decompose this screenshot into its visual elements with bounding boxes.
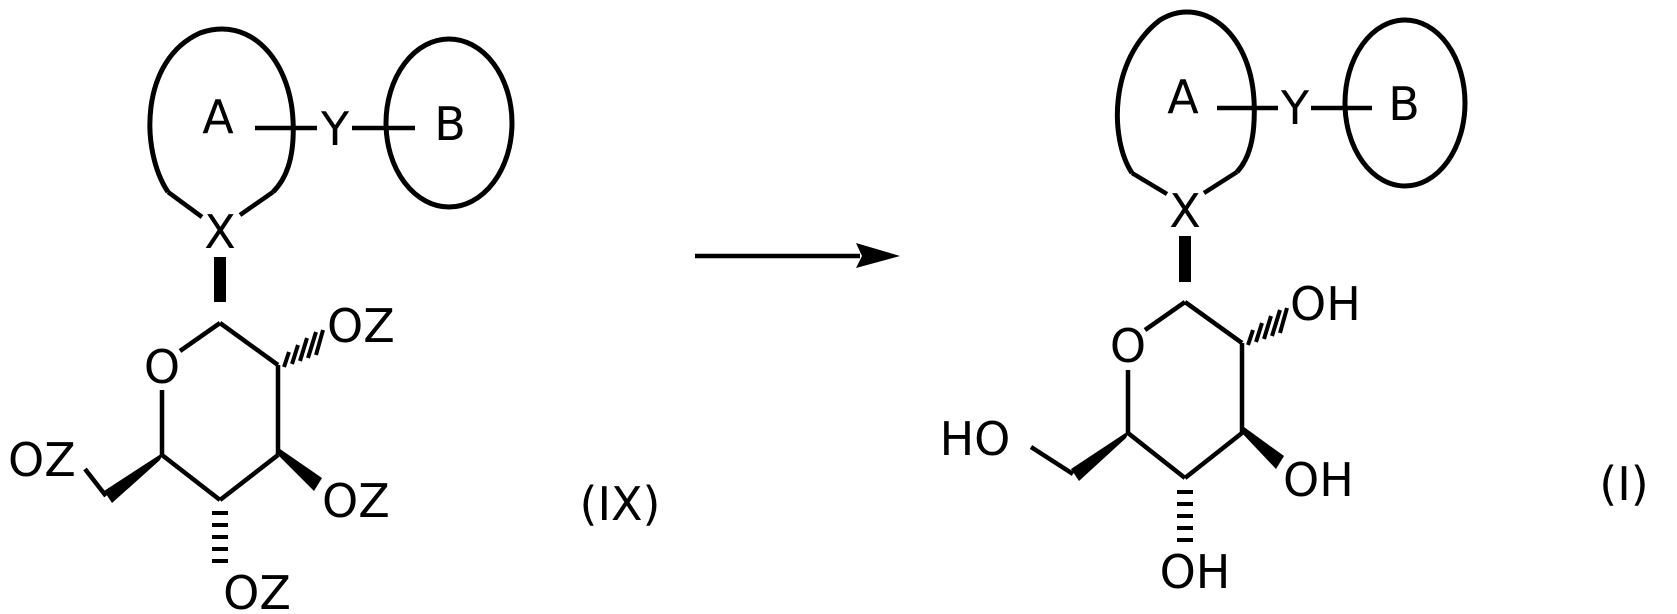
bond-c4-c5	[1126, 431, 1187, 480]
c3-substituent-label: OH	[1283, 453, 1354, 507]
bond-ch2-o6	[1029, 445, 1075, 476]
bond-c1-o	[1143, 300, 1187, 332]
ring-b-outline	[383, 36, 515, 210]
c6-substituent-label: HO	[940, 412, 1011, 466]
wedge-bond-c3	[1240, 427, 1284, 469]
hash-bond-c4	[1177, 490, 1193, 542]
ring-oxygen-label: O	[144, 340, 180, 394]
c2-substituent-label: OH	[1290, 277, 1361, 331]
c6-substituent-label: OZ	[8, 433, 76, 487]
ring-b-label: B	[1388, 77, 1420, 131]
ring-a-bond-right	[1202, 170, 1239, 195]
wedge-bond-c5	[104, 452, 164, 503]
c4-substituent-label: OH	[1160, 545, 1231, 599]
bond-ch2-o6	[83, 467, 108, 498]
ring-a-bond-left	[1130, 171, 1169, 196]
wedge-bond-c5	[1071, 430, 1130, 481]
product-compound-label: (I)	[1599, 457, 1648, 511]
bond-c3-c4	[1183, 431, 1244, 480]
ring-a-bond-right	[238, 190, 275, 217]
c4-substituent-label: OZ	[223, 566, 291, 614]
ring-oxygen-label: O	[1110, 319, 1146, 373]
y-linker-label: Y	[320, 102, 350, 156]
x-atom-label: X	[1169, 184, 1201, 238]
reaction-arrow	[695, 243, 900, 268]
hash-bond-c2	[282, 329, 325, 368]
x-atom-label: X	[204, 205, 236, 259]
c3-substituent-label: OZ	[322, 474, 390, 528]
bond-c1-o	[178, 321, 222, 353]
reactant-structure: A X Y B O OZ OZ	[8, 26, 661, 614]
ring-a-outline	[147, 26, 296, 194]
hash-bond-c2	[1246, 307, 1289, 346]
ring-a-outline	[1114, 9, 1257, 175]
wedge-bond-c3	[276, 449, 322, 491]
y-linker-label: Y	[1280, 81, 1310, 135]
ring-b-outline	[1342, 17, 1468, 189]
ring-a-label: A	[1167, 70, 1199, 124]
bond-c1-c2	[1183, 300, 1244, 345]
bond-c4-c5	[160, 453, 222, 502]
ring-a-label: A	[202, 90, 234, 144]
ring-b-label: B	[434, 97, 466, 151]
hash-bond-c4	[212, 511, 228, 563]
bond-c1-c2	[218, 321, 280, 367]
bold-bond-x-c1	[1179, 236, 1191, 282]
product-structure: A X Y B O OH OH OH	[940, 9, 1649, 599]
ring-a-bond-left	[166, 190, 204, 219]
bold-bond-x-c1	[214, 257, 226, 302]
c2-substituent-label: OZ	[327, 299, 395, 353]
bond-c3-c4	[218, 453, 280, 502]
reactant-compound-label: (IX)	[580, 477, 661, 531]
